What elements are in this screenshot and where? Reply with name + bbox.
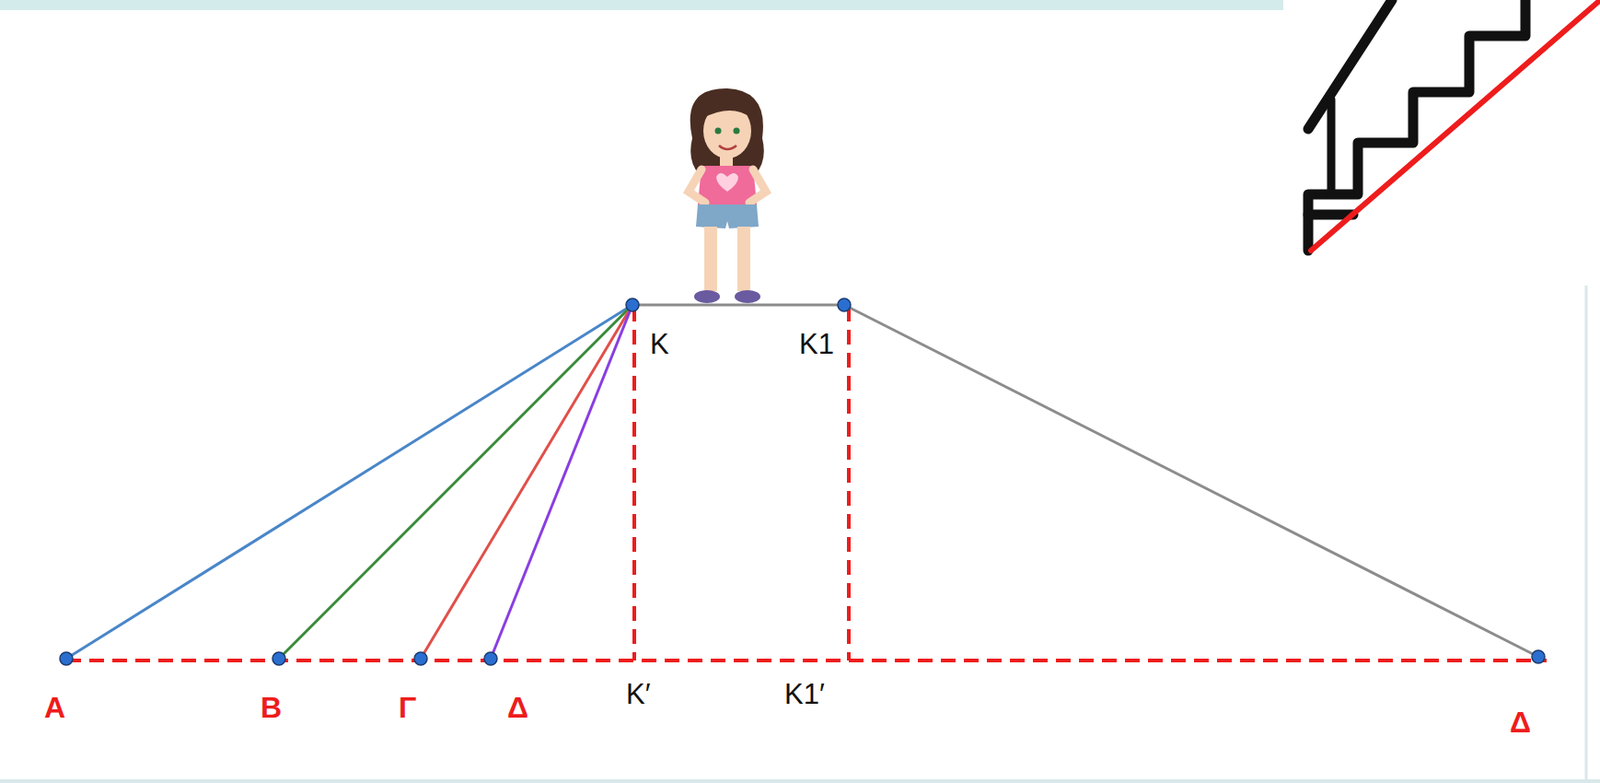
height-line xyxy=(846,306,851,661)
girl-figure xyxy=(688,88,766,303)
bottom-band xyxy=(0,778,1600,783)
ground-line xyxy=(66,658,1547,662)
point-name: K xyxy=(649,329,670,359)
point-name: Δ xyxy=(507,692,529,722)
slope-line xyxy=(66,304,633,659)
point-name: K1 xyxy=(799,329,835,359)
slope-line xyxy=(278,304,633,659)
height-line xyxy=(632,306,637,661)
slope-line xyxy=(490,304,633,659)
stairs-icon xyxy=(1308,0,1599,251)
point-name: K′ xyxy=(626,679,651,708)
top-band xyxy=(0,0,1284,11)
slope-line xyxy=(844,304,1539,657)
platform-line xyxy=(632,303,845,307)
point-name: Δ xyxy=(1509,707,1531,737)
slope-line xyxy=(420,304,633,659)
point-name: A xyxy=(44,692,66,722)
panel-border xyxy=(1585,285,1589,783)
point-name: K1′ xyxy=(784,679,825,708)
point-name: B xyxy=(260,692,282,722)
points xyxy=(59,298,1545,665)
point-name: Γ xyxy=(398,692,417,722)
